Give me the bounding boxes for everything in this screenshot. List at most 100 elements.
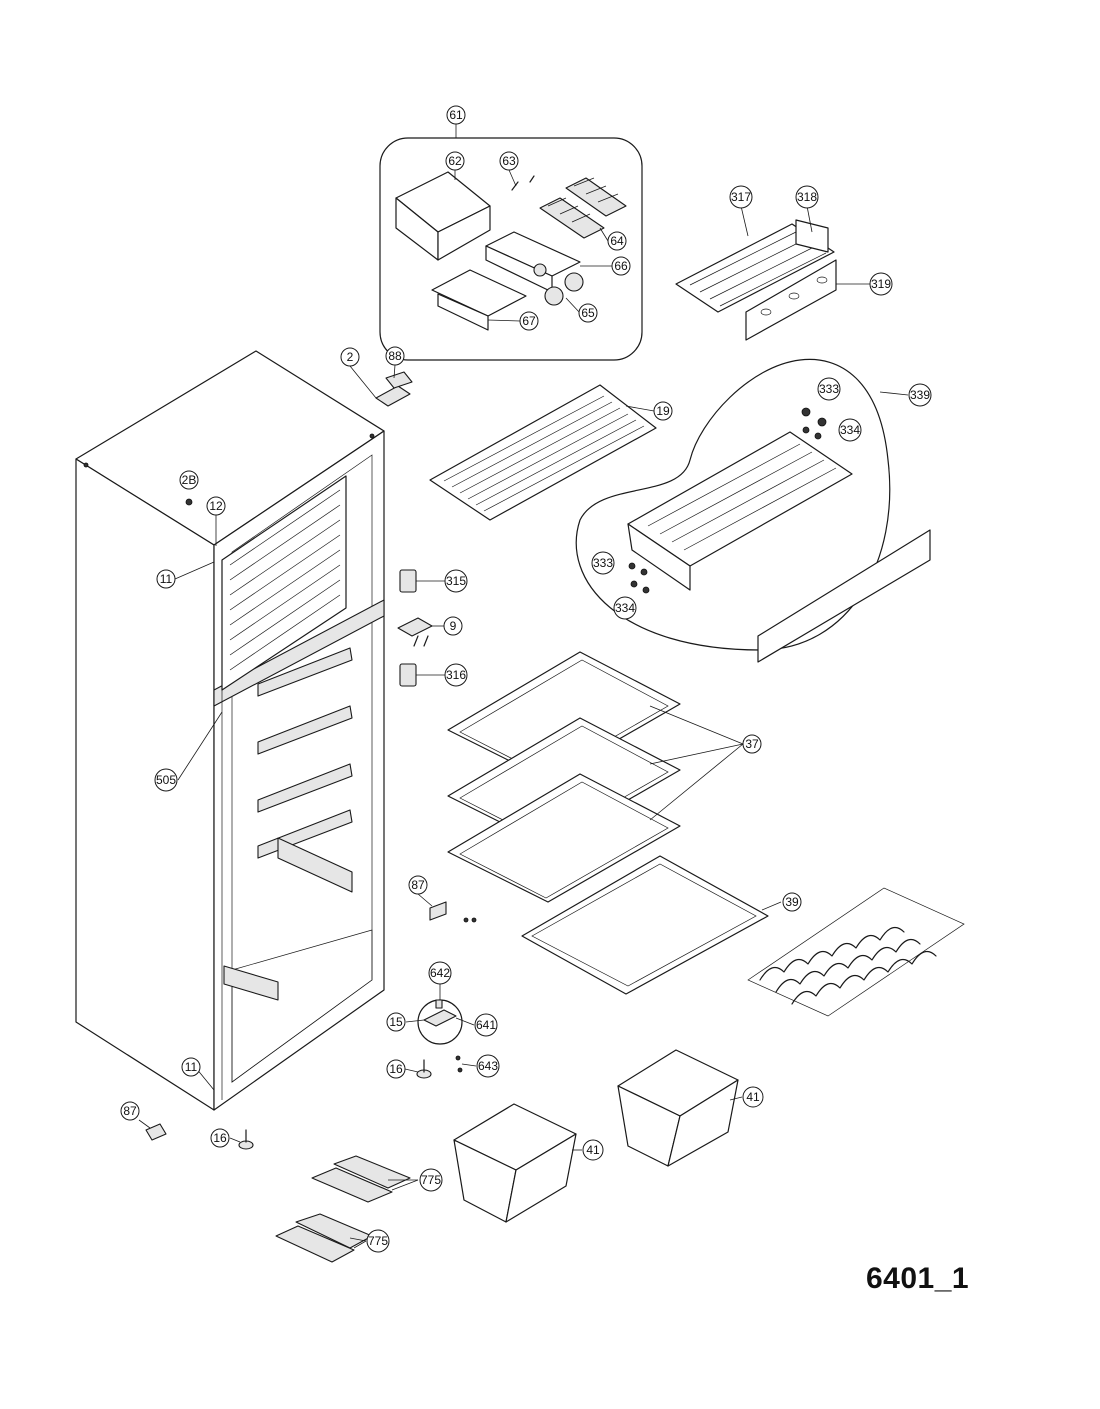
part-67-tray xyxy=(431,269,527,331)
part-66-ice-drawer xyxy=(485,231,581,293)
callout-11-bottom: 11 xyxy=(181,1057,201,1077)
svg-text:333: 333 xyxy=(593,556,613,570)
callout-39: 39 xyxy=(782,892,802,912)
part-41-crisper-right xyxy=(617,1049,739,1167)
callout-2: 2 xyxy=(340,347,360,367)
svg-text:641: 641 xyxy=(476,1018,496,1032)
part-37-glass-shelves xyxy=(447,651,681,903)
svg-text:87: 87 xyxy=(123,1104,137,1118)
part-62-housing xyxy=(395,171,491,261)
svg-text:65: 65 xyxy=(581,306,595,320)
callout-642: 642 xyxy=(428,961,452,985)
part-775-runners xyxy=(275,1155,411,1263)
svg-text:41: 41 xyxy=(746,1090,760,1104)
svg-text:315: 315 xyxy=(446,574,466,588)
callout-2b: 2B xyxy=(179,470,199,490)
svg-text:318: 318 xyxy=(797,190,817,204)
svg-text:642: 642 xyxy=(430,966,450,980)
svg-text:334: 334 xyxy=(615,601,635,615)
callout-641: 641 xyxy=(474,1013,498,1037)
callout-64: 64 xyxy=(607,231,627,251)
callout-339: 339 xyxy=(908,383,932,407)
callout-775-top: 775 xyxy=(419,1168,443,1192)
callout-41-right: 41 xyxy=(742,1086,764,1108)
svg-text:2: 2 xyxy=(347,350,354,364)
svg-text:775: 775 xyxy=(368,1234,388,1248)
callout-63: 63 xyxy=(499,151,519,171)
part-339-chiller-tray-group xyxy=(575,358,931,663)
svg-text:62: 62 xyxy=(448,154,462,168)
svg-text:88: 88 xyxy=(388,349,402,363)
part-41-crisper-left xyxy=(453,1103,577,1223)
callout-37: 37 xyxy=(742,734,762,754)
svg-text:63: 63 xyxy=(502,154,516,168)
svg-text:87: 87 xyxy=(411,878,425,892)
svg-text:775: 775 xyxy=(421,1173,441,1187)
callout-41-left: 41 xyxy=(582,1139,604,1161)
callout-19: 19 xyxy=(653,401,673,421)
callout-317: 317 xyxy=(729,185,753,209)
svg-text:64: 64 xyxy=(610,234,624,248)
callout-66: 66 xyxy=(611,256,631,276)
callout-87-mid: 87 xyxy=(408,875,428,895)
callout-318: 318 xyxy=(795,185,819,209)
callout-333-bottom: 333 xyxy=(591,551,615,575)
bottom-hinge-detail xyxy=(417,999,463,1045)
svg-text:67: 67 xyxy=(522,314,536,328)
svg-text:19: 19 xyxy=(656,404,670,418)
svg-text:66: 66 xyxy=(614,259,628,273)
callout-319: 319 xyxy=(869,272,893,296)
diagram-code-label: 6401_1 xyxy=(866,1262,970,1295)
part-64-ice-trays xyxy=(539,177,627,239)
callout-61: 61 xyxy=(446,105,466,125)
hardware-bits xyxy=(145,901,477,1150)
refrigerator-cabinet xyxy=(75,350,385,1111)
svg-text:334: 334 xyxy=(840,423,860,437)
callout-643: 643 xyxy=(476,1054,500,1078)
leader-lines xyxy=(138,124,909,1249)
callout-15: 15 xyxy=(386,1012,406,1032)
part-39-crisper-glass xyxy=(521,855,769,995)
hinge-top xyxy=(375,371,413,407)
callout-12: 12 xyxy=(206,496,226,516)
callout-16-mid: 16 xyxy=(386,1059,406,1079)
svg-text:61: 61 xyxy=(449,108,463,122)
svg-text:12: 12 xyxy=(209,499,223,513)
svg-text:41: 41 xyxy=(586,1143,600,1157)
callout-87-bottom: 87 xyxy=(120,1101,140,1121)
callout-62: 62 xyxy=(445,151,465,171)
callout-67: 67 xyxy=(519,311,539,331)
svg-text:339: 339 xyxy=(910,388,930,402)
callout-315: 315 xyxy=(444,569,468,593)
callout-333-top: 333 xyxy=(817,377,841,401)
freezer-shelf-grille xyxy=(675,219,837,341)
svg-text:11: 11 xyxy=(160,572,173,586)
svg-text:643: 643 xyxy=(478,1059,498,1073)
callout-334-top: 334 xyxy=(838,418,862,442)
callout-16-bottom: 16 xyxy=(210,1128,230,1148)
callout-11-top: 11 xyxy=(156,569,176,589)
thermostat-housings xyxy=(397,569,433,687)
svg-text:2B: 2B xyxy=(182,473,197,487)
callout-316: 316 xyxy=(444,663,468,687)
part-19-glass-shelf-top xyxy=(429,384,657,521)
svg-text:9: 9 xyxy=(450,619,457,633)
svg-text:16: 16 xyxy=(213,1131,227,1145)
ice-compartment-group xyxy=(379,137,643,361)
svg-text:37: 37 xyxy=(745,737,759,751)
svg-text:505: 505 xyxy=(156,773,176,787)
callout-88: 88 xyxy=(385,346,405,366)
svg-text:333: 333 xyxy=(819,382,839,396)
svg-text:11: 11 xyxy=(185,1060,198,1074)
callout-9: 9 xyxy=(443,616,463,636)
svg-text:319: 319 xyxy=(871,277,891,291)
svg-text:15: 15 xyxy=(389,1015,403,1029)
callout-775-bottom: 775 xyxy=(366,1229,390,1253)
svg-text:317: 317 xyxy=(731,190,751,204)
svg-text:39: 39 xyxy=(785,895,799,909)
wine-rack xyxy=(747,887,965,1017)
svg-text:16: 16 xyxy=(389,1062,403,1076)
svg-text:316: 316 xyxy=(446,668,466,682)
callout-65: 65 xyxy=(578,303,598,323)
